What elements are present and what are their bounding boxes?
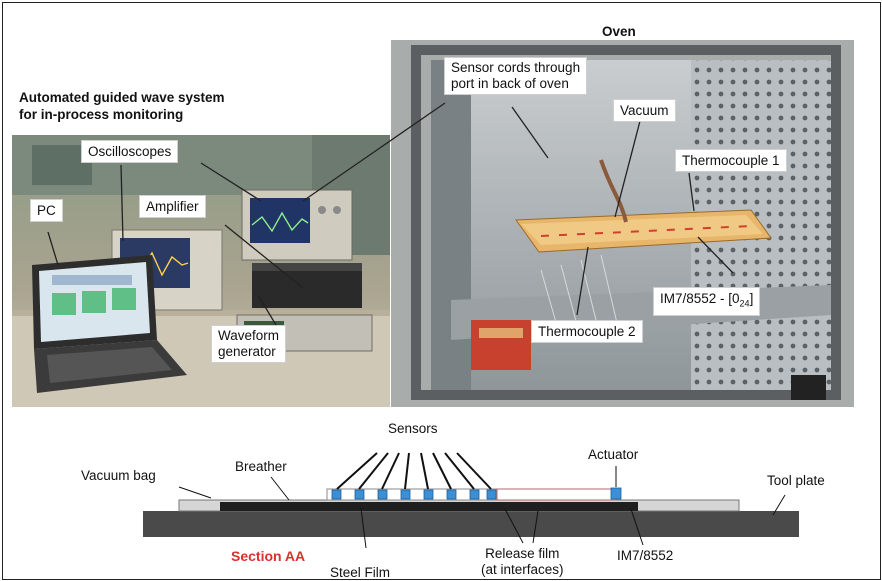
laminate-prefix: IM7/8552 - [0: [660, 291, 740, 306]
laminate-suffix: ]: [749, 291, 754, 306]
sensor-1: [331, 489, 342, 500]
label-sensors: Sensors: [388, 421, 438, 436]
tool-plate-shape: [143, 511, 799, 537]
label-vacuum: Vacuum: [613, 99, 676, 122]
label-oscilloscopes: Oscilloscopes: [81, 140, 179, 163]
label-vacuum-bag: Vacuum bag: [81, 468, 156, 483]
label-amplifier: Amplifier: [139, 195, 206, 218]
sensor-group: [331, 487, 622, 500]
label-tool-plate: Tool plate: [767, 473, 825, 488]
sensor-4: [400, 489, 411, 500]
sensor-5: [423, 489, 434, 500]
laminate-shape: [220, 502, 638, 511]
label-laminate: IM7/8552 - [024]: [653, 287, 761, 316]
system-title-line2: for in-process monitoring: [19, 107, 184, 122]
diagram-leaders: [178, 466, 786, 549]
label-pc: PC: [30, 199, 63, 222]
label-waveform-line2: generator: [218, 344, 276, 359]
label-release-film-line1: Release film: [485, 546, 560, 561]
sensor-3: [377, 489, 388, 500]
sensor-6: [446, 489, 457, 500]
laminate-subscript: 24: [739, 298, 750, 309]
system-title-line1: Automated guided wave system: [19, 90, 225, 105]
label-waveform-line1: Waveform: [218, 328, 280, 343]
label-steel-film: Steel Film: [330, 565, 391, 580]
label-sensor-cords-line1: Sensor cords through: [451, 60, 581, 75]
label-sensor-cords-line2: port in back of oven: [451, 76, 569, 91]
release-film-shape: [496, 488, 618, 501]
oven-title: Oven: [602, 24, 636, 39]
lab-equipment-photo: [12, 135, 390, 407]
sensor-8: [486, 489, 497, 500]
label-release-film-line2: (at interfaces): [481, 562, 564, 577]
sensor-leaders: [336, 452, 492, 490]
sensor-7: [469, 489, 480, 500]
label-release-film: Release film (at interfaces): [481, 546, 564, 578]
label-waveform-generator: Waveform generator: [211, 325, 287, 363]
label-thermocouple-1: Thermocouple 1: [675, 149, 787, 172]
section-label: Section AA: [231, 548, 306, 564]
label-thermocouple-2: Thermocouple 2: [531, 320, 643, 343]
label-breather: Breather: [235, 459, 287, 474]
actuator-shape: [610, 487, 622, 500]
oven-photo: [391, 40, 854, 407]
label-actuator: Actuator: [588, 447, 639, 462]
sensor-2: [354, 489, 365, 500]
label-sensor-cords: Sensor cords through port in back of ove…: [444, 57, 588, 95]
steel-film-shape: [326, 488, 498, 501]
breather-layer: [178, 499, 740, 512]
label-im7: IM7/8552: [617, 548, 674, 563]
